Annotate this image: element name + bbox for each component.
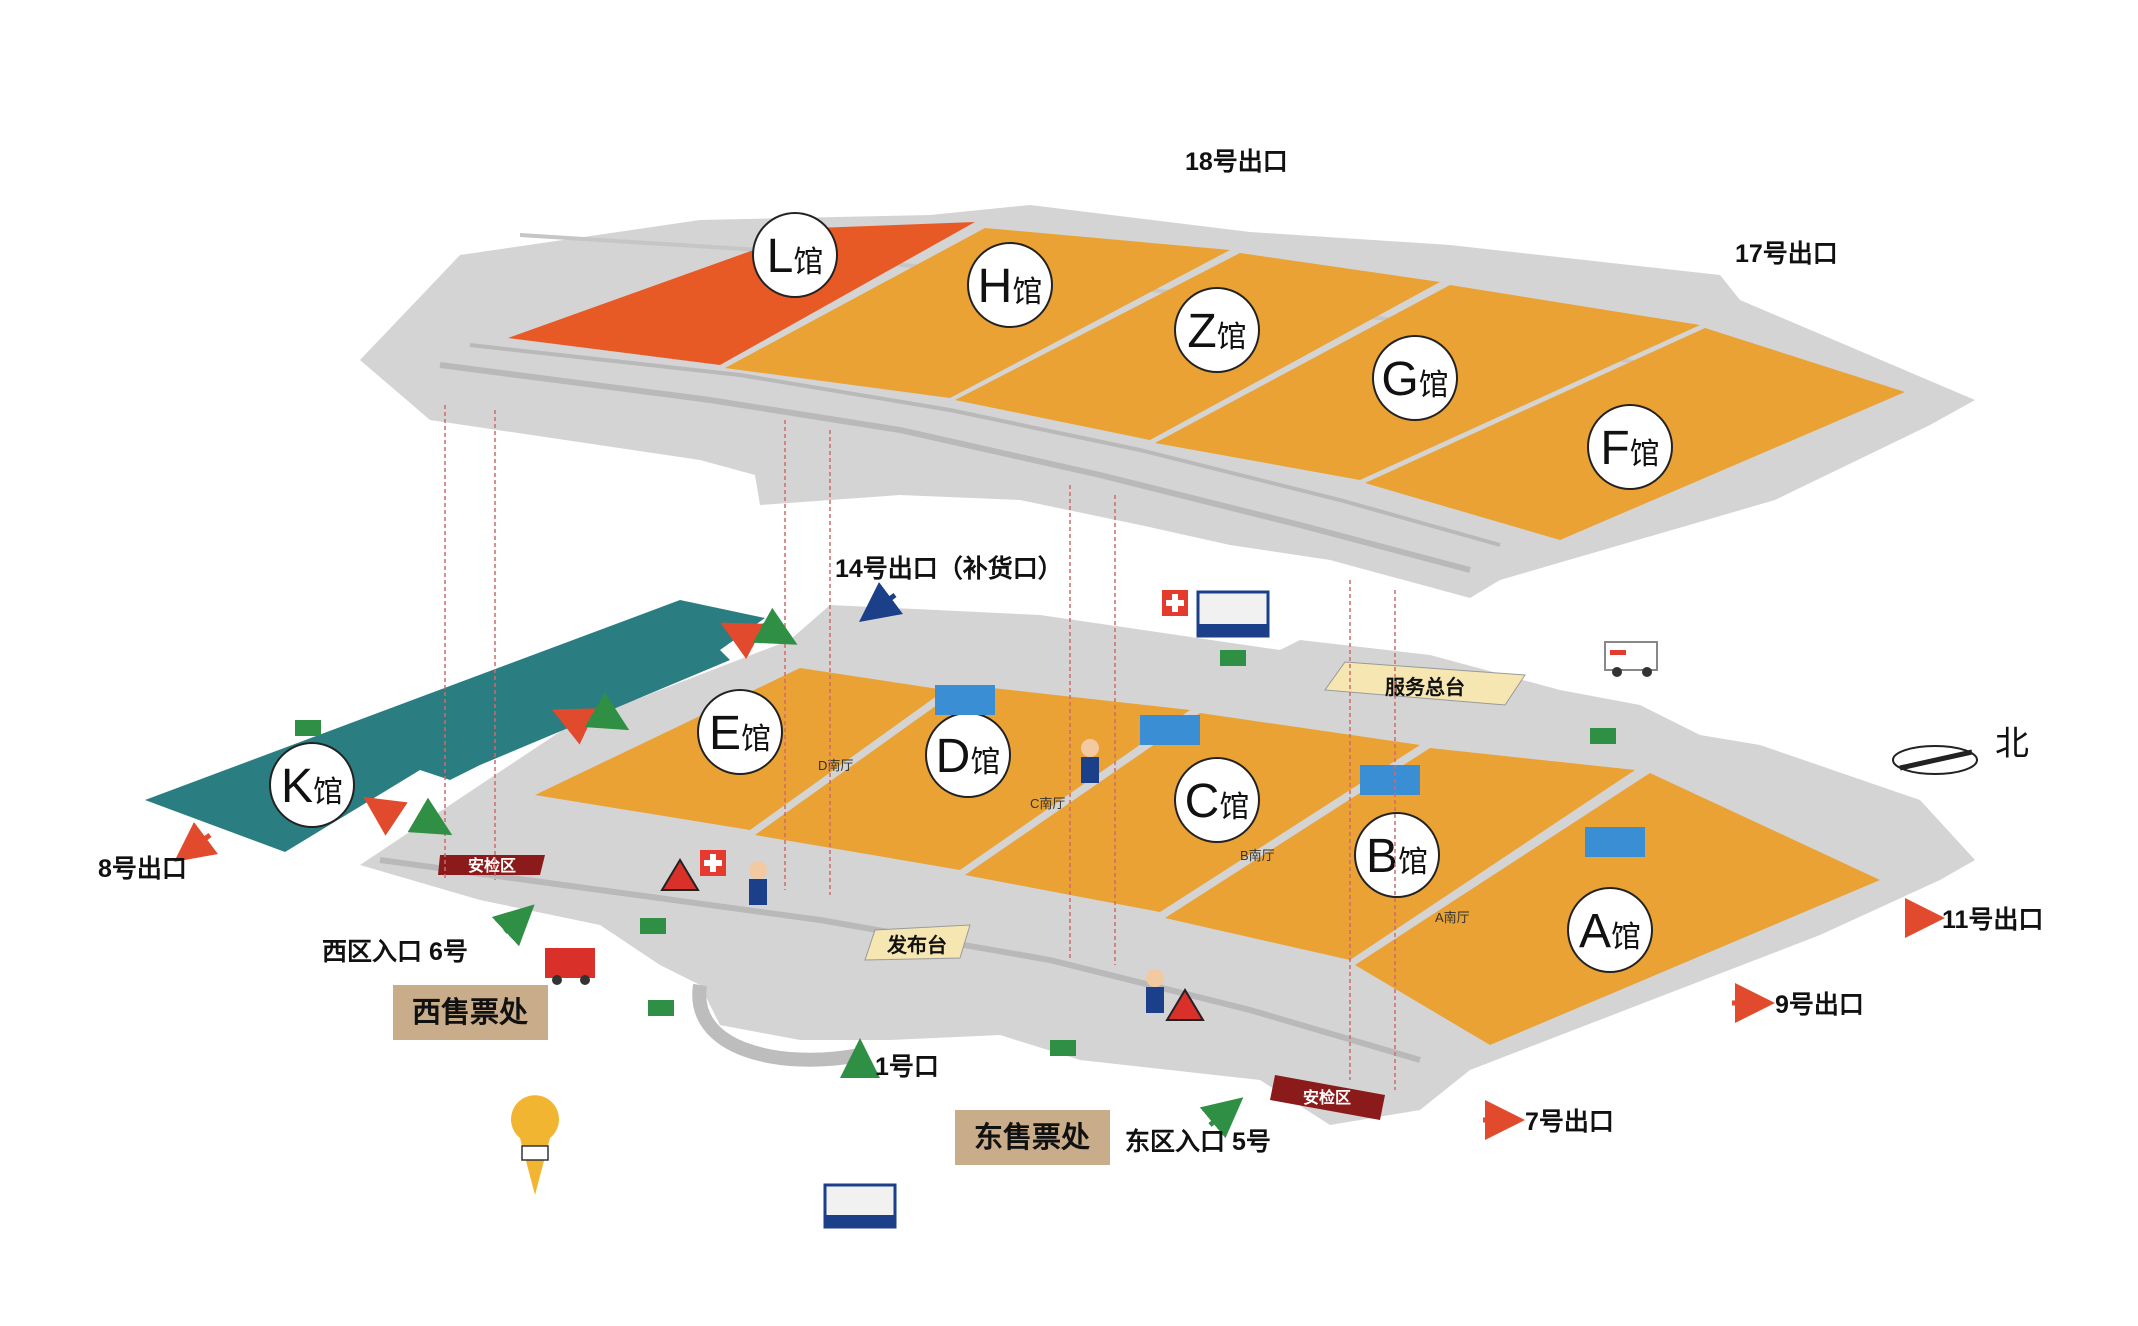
svg-text:H馆: H馆 (978, 260, 1043, 313)
bus-stop-pin-icon (511, 1095, 559, 1195)
police-booth-icon (1196, 590, 1270, 638)
warning-icon (660, 858, 700, 891)
hall-l[interactable] (508, 222, 975, 365)
service-desk[interactable]: 服务总台 (1324, 661, 1526, 706)
security-zone-east: 安检区 (1270, 1075, 1385, 1120)
info-sign-b (1360, 765, 1420, 795)
hall-label-h: H馆 (967, 242, 1053, 328)
hall-label-b: B馆 (1354, 812, 1440, 898)
svg-text:K馆: K馆 (281, 760, 343, 813)
east-ticket-office[interactable]: 东售票处 (955, 1110, 1110, 1165)
warning-icon (1165, 988, 1205, 1021)
hall-label-g: G馆 (1372, 335, 1458, 421)
exit-8-arrow (174, 822, 218, 862)
exit-14-arrow (859, 582, 903, 622)
svg-text:E馆: E馆 (709, 707, 771, 760)
svg-text:Z馆: Z馆 (1187, 305, 1246, 358)
lobby-d: D南厅 (818, 758, 853, 773)
svg-text:G馆: G馆 (1381, 353, 1448, 406)
svg-text:F馆: F馆 (1600, 422, 1659, 475)
exit-17-label: 17号出口 (1735, 240, 1838, 268)
exit-7-label: 7号出口 (1525, 1108, 1614, 1136)
east-entrance-label: 东区入口 5号 (1125, 1127, 1271, 1156)
police-booth-icon (823, 1183, 897, 1229)
exit-18-label: 18号出口 (1185, 148, 1288, 176)
security-zone-west: 安检区 (438, 855, 545, 875)
hall-label-l: L馆 (752, 212, 838, 298)
exit-sign-icon (295, 650, 1616, 1056)
lobby-b: B南厅 (1240, 848, 1275, 863)
hall-label-z: Z馆 (1174, 287, 1260, 373)
info-desk[interactable]: 发布台 (864, 924, 971, 961)
exit-arrows (174, 582, 1945, 1140)
exit-11-label: 11号出口 (1942, 906, 2043, 934)
north-compass: 北 (1892, 725, 2029, 775)
hall-label-c: C馆 (1174, 757, 1260, 843)
hall-label-a: A馆 (1567, 887, 1653, 973)
svg-text:服务总台: 服务总台 (1385, 675, 1465, 699)
svg-text:东售票处: 东售票处 (974, 1120, 1090, 1154)
svg-text:安检区: 安检区 (468, 856, 516, 875)
security-guard-icon (1081, 739, 1099, 783)
hall-label-e: E馆 (697, 689, 783, 775)
upper-floor: L馆 H馆 Z馆 G馆 F馆 (360, 205, 1975, 598)
exit-8-label: 8号出口 (98, 855, 187, 883)
svg-text:C馆: C馆 (1185, 775, 1250, 828)
svg-text:发布台: 发布台 (886, 933, 947, 957)
west-ticket-office[interactable]: 西售票处 (393, 985, 548, 1040)
east-entrance-arrow (1199, 1097, 1244, 1139)
svg-text:D馆: D馆 (936, 730, 1001, 783)
security-guard-icon (1146, 969, 1164, 1013)
hall-label-f: F馆 (1587, 404, 1673, 490)
lobby-c: C南厅 (1030, 796, 1065, 811)
svg-text:北: 北 (1995, 725, 2029, 763)
info-sign-c (1140, 715, 1200, 745)
exit-14-label: 14号出口（补货口） (835, 554, 1063, 583)
hall-label-d: D馆 (925, 712, 1011, 798)
exit-9-label: 9号出口 (1775, 991, 1864, 1019)
fire-truck-icon (545, 948, 595, 985)
first-aid-icon (700, 850, 726, 876)
first-aid-icon (1162, 590, 1188, 616)
info-sign-a (1585, 827, 1645, 857)
security-guard-icon (749, 861, 767, 905)
hall-label-k: K馆 (269, 742, 355, 828)
lower-floor: E馆 D馆 C馆 B馆 A馆 K馆 D南厅 C南厅 B南厅 A南厅 (145, 600, 1975, 1125)
svg-text:安检区: 安检区 (1303, 1088, 1351, 1107)
lobby-a: A南厅 (1435, 910, 1470, 925)
west-entrance-label: 西区入口 6号 (322, 938, 468, 966)
svg-text:A馆: A馆 (1579, 905, 1641, 958)
svg-text:L馆: L馆 (767, 230, 824, 283)
west-entrance-arrow (491, 904, 535, 947)
entrance-1-label: 1号口 (875, 1053, 939, 1081)
svg-text:B馆: B馆 (1366, 830, 1428, 883)
info-sign-d (935, 685, 995, 715)
svg-text:西售票处: 西售票处 (412, 996, 528, 1029)
ambulance-icon (1604, 641, 1658, 677)
